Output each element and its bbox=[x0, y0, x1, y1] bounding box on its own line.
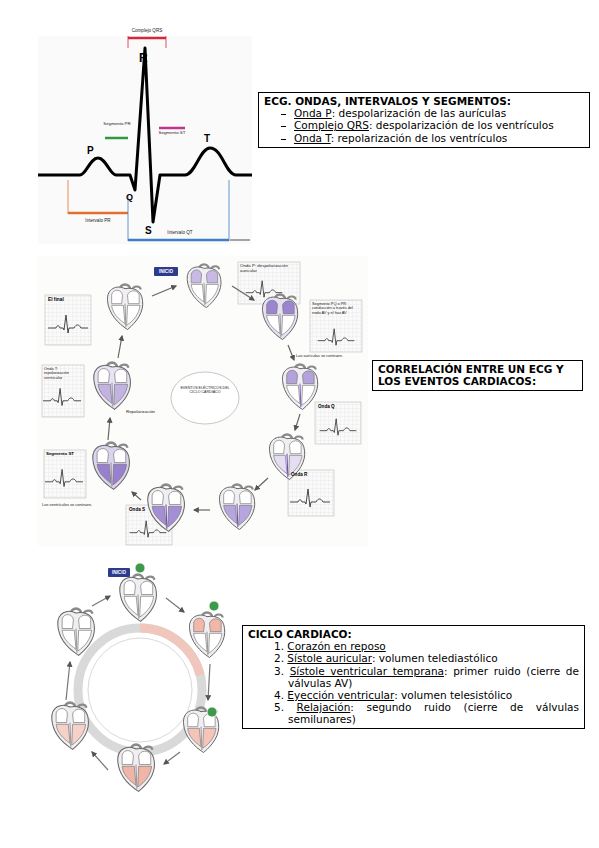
item-text: : volumen telediastólico bbox=[372, 652, 498, 664]
start-tag: INICIO bbox=[108, 568, 130, 577]
text-box: ECG. ONDAS, INTERVALOS Y SEGMENTOS:Onda … bbox=[258, 92, 590, 148]
wave-letter: S bbox=[145, 225, 152, 236]
heart-events-illustration bbox=[38, 256, 368, 546]
start-tag: INICIO bbox=[154, 267, 178, 276]
st-segment-bar bbox=[159, 127, 185, 130]
item-text: 5. bbox=[274, 701, 297, 713]
pr-interval-bar bbox=[68, 212, 128, 215]
list-item: Complejo QRS: despolarización de los ven… bbox=[264, 119, 584, 131]
figure-label: Segmento ST bbox=[158, 131, 186, 136]
item-term: Relajación bbox=[297, 701, 351, 713]
wave-letter: Q bbox=[126, 193, 133, 203]
ecg-waveform bbox=[38, 36, 252, 244]
list-item: 4. Eyección ventricular: volumen telesis… bbox=[248, 689, 579, 701]
qt-interval-bar bbox=[128, 239, 229, 242]
wave-letter: Onda Q bbox=[318, 404, 335, 409]
list-item: 1. Corazón en reposo bbox=[248, 640, 579, 652]
item-text: : despolarización de las aurículas bbox=[332, 107, 506, 119]
item-term: Eyección ventricular bbox=[287, 689, 394, 701]
item-term: Sístole auricular bbox=[287, 652, 372, 664]
list-item: 5. Relajación: segundo ruido (cierre de … bbox=[248, 701, 579, 725]
list-item: Onda T: repolarización de los ventrículo… bbox=[264, 132, 584, 144]
figure-label: EVENTOS ELÉCTRICOS DEL CICLO CARDIACO bbox=[180, 387, 230, 395]
figure-label: Onda T: repolarización ventricular bbox=[44, 367, 82, 380]
wave-letter: El final bbox=[48, 297, 64, 302]
item-text: 4. bbox=[274, 689, 287, 701]
item-text: 2. bbox=[274, 652, 287, 664]
item-term: Corazón en reposo bbox=[287, 640, 385, 652]
item-text: : despolarización de los ventrículos bbox=[369, 119, 554, 131]
wave-letter: Onda R bbox=[291, 472, 307, 477]
wave-letter: P bbox=[87, 145, 94, 156]
item-text: : volumen telesistólico bbox=[394, 689, 512, 701]
pr-segment-bar bbox=[105, 137, 128, 140]
cardiac-cycle-illustration bbox=[52, 563, 225, 791]
figure-label: Segmento PQ o PR: conducción a través de… bbox=[312, 302, 360, 315]
start-label: INICIO bbox=[159, 269, 173, 274]
item-term: Complejo QRS bbox=[294, 119, 369, 131]
list-item: Onda P: despolarización de las aurículas bbox=[264, 107, 584, 119]
item-term: Onda P bbox=[294, 107, 332, 119]
ecg-background bbox=[38, 36, 252, 244]
figure-label: Intervalo QT bbox=[156, 230, 204, 235]
text-box: CICLO CARDIACO:1. Corazón en reposo2. Sí… bbox=[242, 625, 585, 729]
wave-letter: T bbox=[204, 133, 210, 144]
item-term: Sístole ventricular temprana bbox=[290, 665, 444, 677]
figure-label: Repolarización bbox=[126, 410, 155, 415]
item-text: 3. bbox=[274, 665, 290, 677]
list-item: 3. Sístole ventricular temprana: primer … bbox=[248, 665, 579, 689]
list-item: 2. Sístole auricular: volumen telediastó… bbox=[248, 652, 579, 664]
figure-label: Complejo QRS bbox=[131, 28, 163, 33]
wave-letter: Onda S bbox=[129, 507, 145, 512]
figure-label: Las aurículas se contraen. bbox=[296, 354, 358, 358]
box-heading: ECG. ONDAS, INTERVALOS Y SEGMENTOS: bbox=[264, 95, 584, 107]
item-term: Onda T bbox=[294, 132, 331, 144]
figure-label: Los ventrículos se contraen. bbox=[42, 503, 118, 507]
wave-letter: R bbox=[139, 52, 148, 65]
start-label: INICIO bbox=[112, 570, 126, 575]
figure-label: Onda P: despolarización auricular bbox=[240, 264, 298, 274]
wave-letter: Segmento ST bbox=[46, 452, 74, 457]
item-text: 1. bbox=[274, 640, 287, 652]
box-heading: CICLO CARDIACO: bbox=[248, 628, 579, 640]
text-box: CORRELACIÓN ENTRE UN ECG Y LOS EVENTOS C… bbox=[372, 360, 583, 391]
qrs-bar bbox=[128, 37, 166, 40]
figure-label: Segmento PR bbox=[103, 122, 131, 127]
ecg-trace bbox=[38, 48, 252, 222]
item-text: : repolarización de los ventrículos bbox=[331, 132, 508, 144]
figure-label: Intervalo PR bbox=[76, 218, 120, 223]
box-heading: CORRELACIÓN ENTRE UN ECG Y LOS EVENTOS C… bbox=[378, 363, 577, 387]
